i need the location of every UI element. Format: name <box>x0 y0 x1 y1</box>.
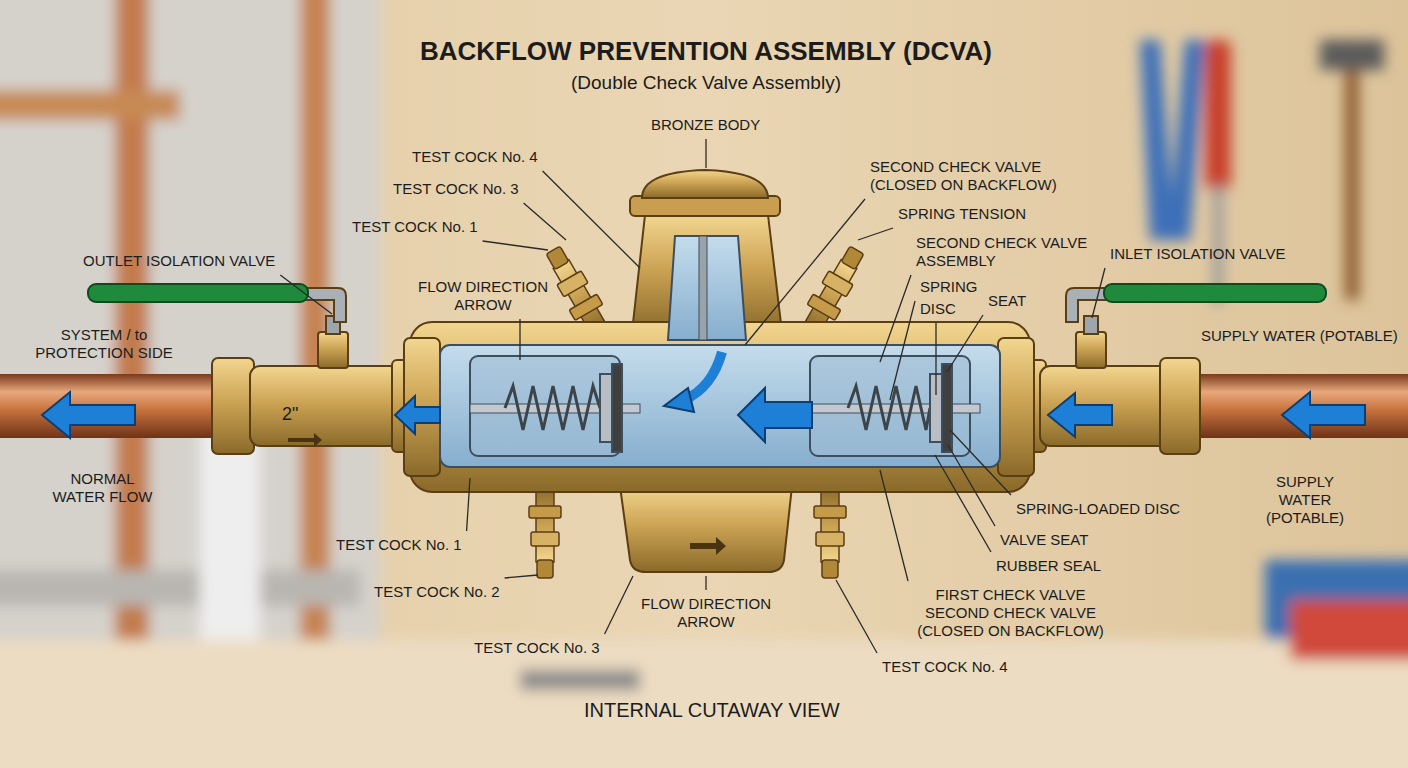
callout-label: SPRING-LOADED DISC <box>1016 500 1180 518</box>
bronze-body <box>404 170 1034 572</box>
callout-label: SYSTEM / to PROTECTION SIDE <box>14 326 194 362</box>
callout-label: SPRING TENSION <box>898 205 1026 223</box>
leader-line <box>605 576 633 634</box>
leader-line <box>705 139 706 168</box>
callout-label: SECOND CHECK VALVE (CLOSED ON BACKFLOW) <box>870 158 1080 194</box>
leader-line <box>524 203 566 240</box>
leader-line <box>483 241 548 250</box>
inlet-isolation-valve <box>1018 284 1326 454</box>
outlet-isolation-valve <box>88 284 420 454</box>
callout-label: SUPPLY WATER (POTABLE) <box>1201 327 1398 345</box>
callout-label: BRONZE BODY <box>651 116 760 134</box>
leader-line <box>543 171 640 268</box>
diagram-caption: INTERNAL CUTAWAY VIEW <box>584 698 840 722</box>
callout-label: SECOND CHECK VALVE ASSEMBLY <box>916 234 1106 270</box>
flow-arrows <box>42 352 1365 442</box>
callout-label: SEAT <box>988 292 1026 310</box>
callout-label: TEST COCK No. 2 <box>374 583 500 601</box>
callout-label: TEST COCK No. 1 <box>336 536 462 554</box>
callout-label: (Double Check Valve Assembly) <box>571 72 841 95</box>
leader-line <box>836 580 877 653</box>
cutaway-interior <box>440 236 1000 467</box>
leader-line <box>880 275 911 362</box>
callout-label: SPRING <box>920 278 978 296</box>
leader-line <box>745 199 865 345</box>
callout-label: FLOW DIRECTION ARROW <box>413 278 553 314</box>
callout-label: INLET ISOLATION VALVE <box>1110 245 1286 263</box>
callout-label: 2" <box>282 404 298 426</box>
inlet-pipe <box>1194 374 1408 438</box>
callout-label: DISC <box>920 300 956 318</box>
leader-line <box>890 301 915 400</box>
leader-line <box>467 478 470 531</box>
leader-line <box>948 445 995 526</box>
callout-label: VALVE SEAT <box>1000 531 1088 549</box>
callout-label: RUBBER SEAL <box>996 557 1101 575</box>
leader-line <box>950 430 1011 495</box>
diagram-title: BACKFLOW PREVENTION ASSEMBLY (DCVA) <box>420 36 992 67</box>
callout-label: TEST COCK No. 4 <box>882 658 1008 676</box>
callout-label: OUTLET ISOLATION VALVE <box>83 252 275 270</box>
callout-label: TEST COCK No. 3 <box>393 180 519 198</box>
callout-label: FLOW DIRECTION ARROW <box>636 595 776 631</box>
leader-line <box>705 576 706 590</box>
leader-line <box>935 323 936 395</box>
leader-line <box>880 470 908 581</box>
leader-line <box>858 228 893 240</box>
callout-label: TEST COCK No. 3 <box>474 639 600 657</box>
callout-label: NORMAL WATER FLOW <box>45 470 160 506</box>
callout-label: FIRST CHECK VALVE SECOND CHECK VALVE (CL… <box>913 586 1108 640</box>
leader-line <box>1092 268 1105 318</box>
leader-line <box>505 575 538 578</box>
callout-label: SUPPLY WATER (POTABLE) <box>1255 473 1355 527</box>
leader-line <box>519 319 520 360</box>
callout-label: TEST COCK No. 4 <box>412 148 538 166</box>
callout-label: TEST COCK No. 1 <box>352 218 478 236</box>
leader-line <box>947 315 983 372</box>
leader-line <box>935 455 991 552</box>
outlet-pipe <box>0 374 218 438</box>
leader-line <box>280 275 332 314</box>
